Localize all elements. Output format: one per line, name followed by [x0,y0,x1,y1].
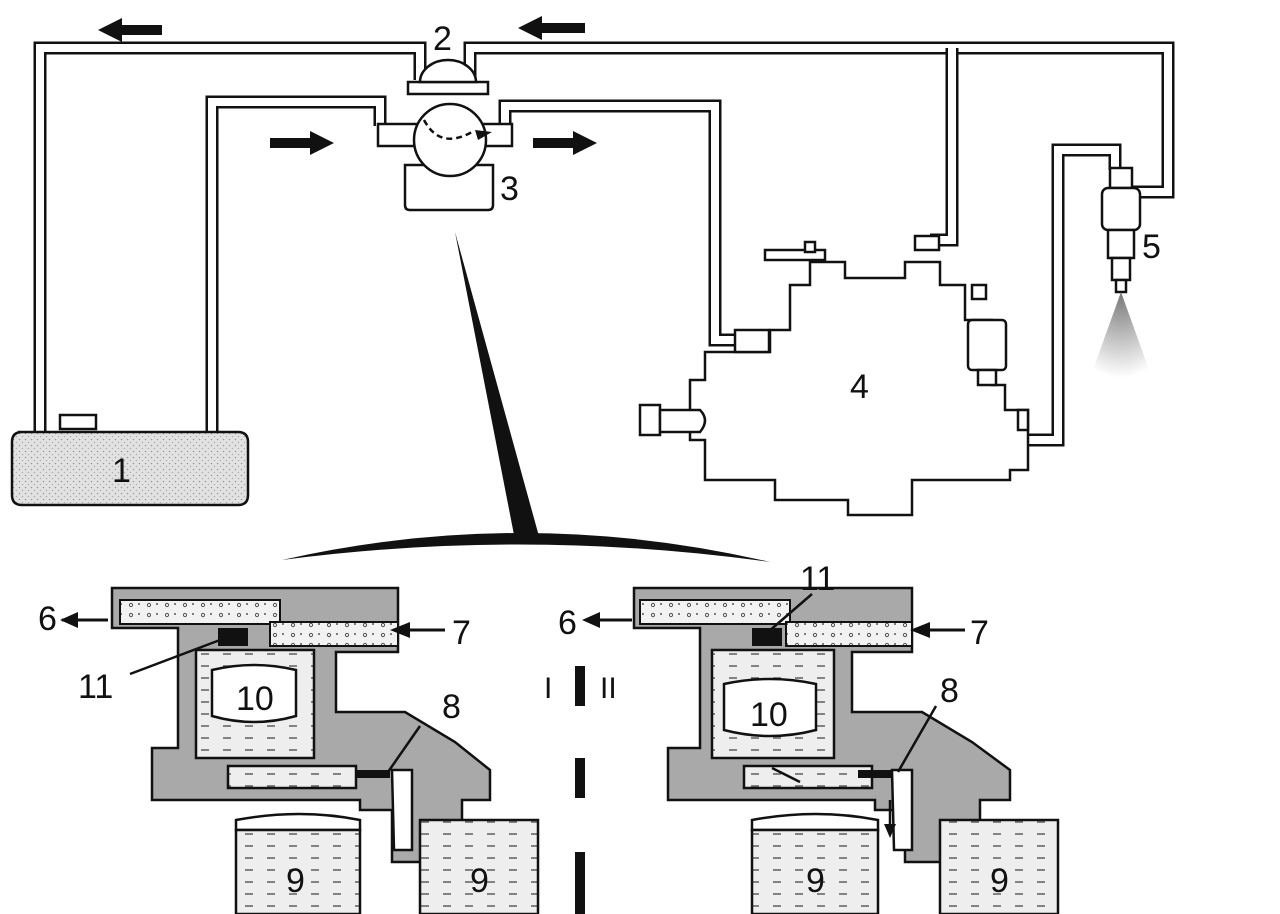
label-inlet-right: 7 [970,614,989,652]
label-valve-ball-left: 11 [78,668,113,706]
label-float-right: 10 [750,696,788,734]
arrow-left-icon [518,16,585,40]
label-injector: 5 [1142,228,1161,266]
label-valve: 2 [433,20,452,58]
label-channel-left: 8 [442,688,461,726]
flow-arrows [98,16,597,155]
detail-callout [282,232,770,562]
label-tank: 1 [112,452,131,490]
label-cylinder-left-b: 9 [470,862,489,900]
pipe-network [33,41,1175,447]
injection-pump: 4 [638,234,1030,517]
label-state-two: II [600,672,617,705]
detail-state-two: 6 7 11 10 8 9 9 [558,560,1060,914]
label-state-one: I [544,672,552,705]
label-float-left: 10 [236,680,274,718]
label-cylinder-right-a: 9 [806,862,825,900]
label-valve-ball-right: 11 [800,560,835,598]
label-cylinder-left-a: 9 [286,862,305,900]
label-channel-right: 8 [940,672,959,710]
arrow-left-icon [98,18,162,42]
label-outlet-right: 6 [558,604,577,642]
state-divider: I II [544,666,617,914]
fuel-tank: 1 [10,413,250,507]
detail-state-one: 6 7 11 10 8 9 9 [38,586,540,914]
arrow-right-icon [270,131,334,155]
arrow-right-icon [533,131,597,155]
label-pump: 4 [850,368,869,406]
label-inlet-left: 7 [452,614,471,652]
label-cylinder-right-b: 9 [990,862,1009,900]
label-outlet-left: 6 [38,600,57,638]
label-filter: 3 [500,170,519,208]
filter-assembly: 2 3 [376,20,519,212]
injector: 5 [1090,166,1161,378]
